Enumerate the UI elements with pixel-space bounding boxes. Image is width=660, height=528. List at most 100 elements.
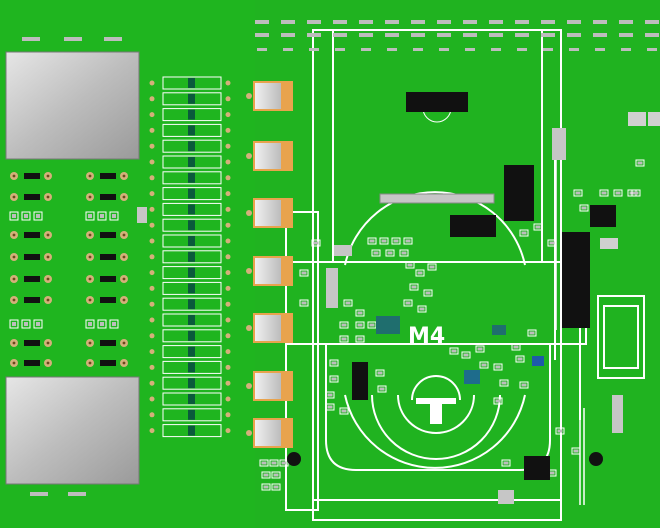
smd-outline (409, 283, 419, 291)
smd-part (263, 473, 269, 477)
resistor-outline (162, 345, 222, 359)
resistor-pad (225, 349, 231, 355)
smd-outline (417, 305, 427, 313)
smd-part (261, 461, 267, 465)
smd-resistor (30, 492, 48, 496)
smd-outline (405, 261, 415, 269)
capacitor-pad (246, 93, 252, 99)
smd-outline (343, 299, 353, 307)
smd-outline (635, 159, 645, 167)
smd-scatter (259, 93, 645, 491)
smd-outline (533, 223, 543, 231)
smd-outline (339, 321, 349, 329)
resistor-body (188, 188, 195, 199)
smd-part (369, 239, 375, 243)
smd-outline (375, 369, 385, 377)
capacitor-pad (246, 153, 252, 159)
resistor-pad (225, 254, 231, 260)
ic-top-center (406, 92, 468, 112)
transistor-body (24, 360, 40, 366)
resistor-outline (162, 360, 222, 374)
smd-grey-1 (334, 245, 352, 256)
teal-part (376, 316, 400, 334)
resistor-pad (225, 238, 231, 244)
smd-outline (519, 229, 529, 237)
transistor-hole (88, 341, 92, 345)
smd-pad-outline (85, 211, 95, 221)
transistor-body (100, 360, 116, 366)
smd-resistor-top (255, 33, 269, 37)
resistor-pad (225, 143, 231, 149)
smd-resistor-top (257, 48, 267, 51)
smd-part (341, 337, 347, 341)
transistor-hole (12, 361, 16, 365)
smd-resistor-top (413, 48, 423, 51)
smd-pad (100, 322, 104, 326)
resistor-outline (162, 281, 222, 295)
smd-outline (371, 249, 381, 257)
capacitor-face (255, 143, 281, 169)
teal-part-2 (492, 325, 506, 335)
transistor-hole (46, 174, 50, 178)
resistor-outline (162, 123, 222, 137)
resistor-body (188, 315, 195, 325)
smd-grey-2 (498, 490, 514, 504)
resistor-outline (162, 171, 222, 185)
smd-part (535, 225, 541, 229)
resistor-body (188, 125, 195, 136)
smd-outline (501, 459, 511, 467)
smd-outline (325, 391, 335, 399)
transistor-hole (122, 298, 126, 302)
smd-outline (515, 355, 525, 363)
smd-resistor-top (255, 20, 269, 24)
smd-part (573, 449, 579, 453)
smd-outline (403, 299, 413, 307)
resistor-pad (225, 270, 231, 276)
smd-resistor-top (515, 20, 529, 24)
resistor-body (188, 93, 195, 104)
right-vertical-lines (555, 160, 585, 505)
transistor-hole (88, 233, 92, 237)
smd-resistor-top (361, 48, 371, 51)
smd-outline (423, 289, 433, 297)
resistor-body (188, 425, 195, 436)
resistor-body (188, 267, 195, 278)
resistor-pad (225, 364, 231, 370)
smd-resistor-top (437, 33, 451, 37)
smd-outline (367, 237, 377, 245)
resistor-body (188, 299, 195, 310)
resistor-pad (225, 396, 231, 402)
resistor-body (188, 346, 195, 357)
smd-pad-outline (85, 319, 95, 329)
smd-outline (599, 189, 609, 197)
transistor-hole (122, 361, 126, 365)
resistor-body (188, 409, 195, 420)
smd-part (407, 263, 413, 267)
resistor-pad (149, 112, 155, 118)
smd-outline (391, 237, 401, 245)
smd-resistor-top (359, 20, 373, 24)
smd-part (557, 429, 563, 433)
smd-resistor-top (281, 33, 295, 37)
electrolytic-capacitors (246, 81, 293, 448)
resistor-pad (225, 175, 231, 181)
smd-part (575, 191, 581, 195)
resistor-pad (149, 222, 155, 228)
resistor-outline (162, 329, 222, 343)
resistor-body (188, 157, 195, 167)
shield-top-left (5, 51, 140, 160)
resistor-pad (225, 222, 231, 228)
smd-part (549, 471, 555, 475)
smd-outline (261, 471, 271, 479)
smd-outline (379, 237, 389, 245)
smd-part (341, 323, 347, 327)
smd-part (549, 241, 555, 245)
top-smd-row (255, 20, 659, 51)
transistor-hole (12, 277, 16, 281)
ic-packages (352, 92, 616, 480)
transistor-hole (46, 361, 50, 365)
smd-outline (573, 189, 583, 197)
resistor-body (188, 141, 195, 152)
ic-center-upper (450, 215, 496, 237)
